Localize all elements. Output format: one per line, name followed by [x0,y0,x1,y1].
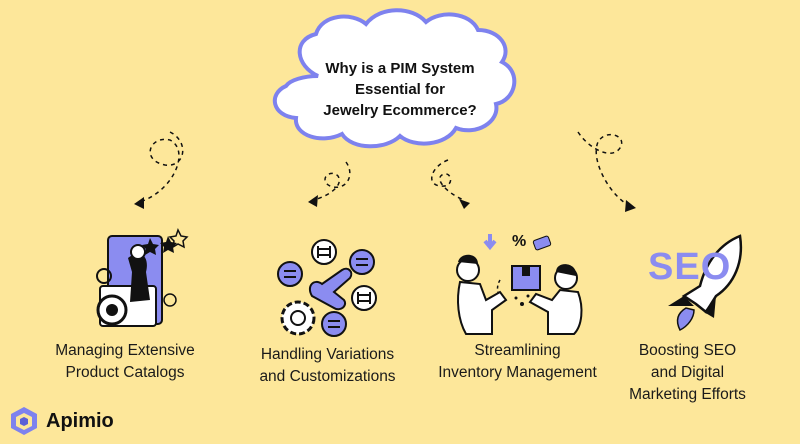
cloud-title: Why is a PIM System Essential for Jewelr… [300,58,500,121]
label-variations-line-1: Handling Variations [260,346,395,363]
arrowhead-catalogs [134,197,144,209]
label-seo: Boosting SEO and Digital Marketing Effor… [615,340,760,406]
brand: Apimio [8,404,114,438]
label-seo-line-2: and Digital [650,364,725,381]
arrowhead-inventory [459,199,470,209]
catalog-icon [96,228,189,327]
label-inventory-line-1: Streamlining [474,342,561,359]
label-catalogs: Managing Extensive Product Catalogs [30,340,220,384]
inventory-icon: % [456,233,583,335]
label-variations-line-2: and Customizations [259,368,396,385]
apimio-logo-icon [11,407,37,435]
arrow-to-catalogs [139,131,184,203]
thought-cloud [272,8,517,149]
variations-icon [277,239,377,337]
label-seo-line-3: Marketing Efforts [629,386,746,403]
seo-word: SEO [648,246,732,288]
arrow-to-seo [577,131,631,207]
title-line-1: Why is a PIM System [325,60,475,77]
arrow-to-variations [313,161,351,201]
arrowhead-seo [625,200,636,212]
label-variations: Handling Variations and Customizations [235,344,420,388]
arrowhead-variations [308,195,318,207]
brand-name: Apimio [46,409,114,432]
label-catalogs-line-1: Managing Extensive [55,342,195,359]
title-line-3: Jewelry Ecommerce? [323,102,477,119]
label-inventory-line-2: Inventory Management [438,364,597,381]
label-seo-line-1: Boosting SEO [638,342,737,359]
seo-rocket-icon [668,234,743,332]
title-line-2: Essential for [354,81,446,98]
label-catalogs-line-2: Product Catalogs [65,364,185,381]
svg-text:%: % [512,233,526,250]
arrow-to-inventory [430,159,465,201]
label-inventory: Streamlining Inventory Management [420,340,615,384]
